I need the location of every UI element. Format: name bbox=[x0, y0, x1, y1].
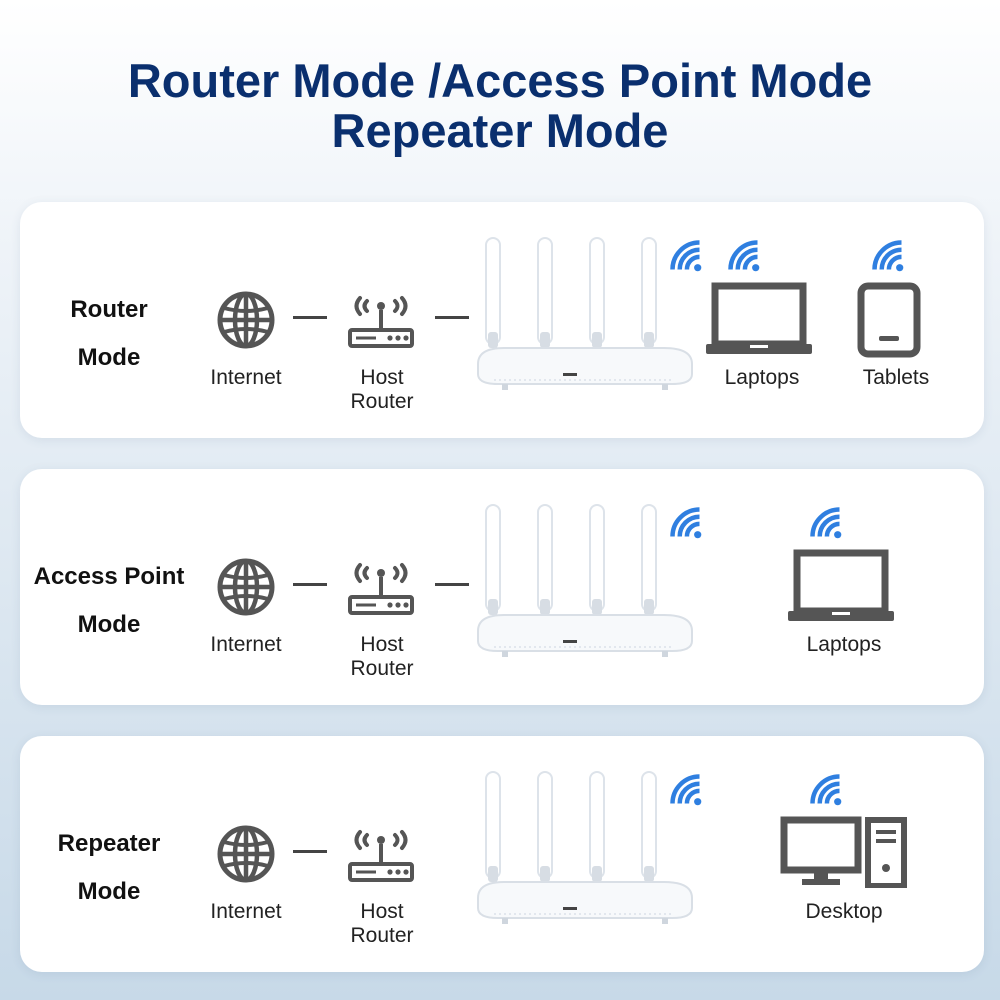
title-line-1: Router Mode /Access Point Mode bbox=[127, 54, 873, 107]
connector-line bbox=[293, 850, 327, 853]
desktop-caption: Desktop bbox=[805, 900, 883, 923]
connector-line bbox=[435, 316, 469, 319]
globe-icon bbox=[216, 824, 276, 884]
tablet-icon bbox=[856, 282, 922, 358]
mode-label: Repeater Mode bbox=[20, 820, 198, 916]
internet-caption: Internet bbox=[210, 633, 282, 656]
host-router-caption: Host Router bbox=[332, 900, 432, 948]
wifi-signal-icon bbox=[668, 505, 704, 541]
host-caption-line-1: Host bbox=[360, 633, 404, 656]
connector-line bbox=[293, 316, 327, 319]
mode-label: Access Point Mode bbox=[20, 553, 198, 649]
globe-icon bbox=[216, 290, 276, 350]
laptops-caption: Laptops bbox=[806, 633, 882, 656]
mode-label-line-1: Access Point bbox=[33, 563, 185, 590]
internet-caption: Internet bbox=[210, 900, 282, 923]
mode-label-line-2: Mode bbox=[77, 611, 141, 638]
wifi-signal-icon bbox=[726, 238, 762, 274]
repeater-mode-card: Repeater Mode Internet Host Router Deskt… bbox=[20, 736, 984, 972]
router-mode-card: Router Mode Internet Host Router Laptops… bbox=[20, 202, 984, 438]
host-router-icon bbox=[346, 292, 416, 352]
host-router-icon bbox=[346, 559, 416, 619]
mode-label-line-1: Router bbox=[70, 296, 148, 323]
wifi-signal-icon bbox=[808, 772, 844, 808]
globe-icon bbox=[216, 557, 276, 617]
host-router-caption: Host Router bbox=[332, 633, 432, 681]
tablets-caption: Tablets bbox=[862, 366, 930, 389]
laptops-caption: Laptops bbox=[724, 366, 800, 389]
mode-label-line-2: Mode bbox=[77, 344, 141, 371]
access-point-mode-card: Access Point Mode Internet Host Router L… bbox=[20, 469, 984, 705]
internet-caption: Internet bbox=[210, 366, 282, 389]
mode-label-line-1: Repeater bbox=[57, 830, 161, 857]
wifi-signal-icon bbox=[808, 505, 844, 541]
host-caption-line-1: Host bbox=[360, 366, 404, 389]
laptop-icon bbox=[786, 549, 896, 625]
laptop-icon bbox=[704, 282, 814, 358]
mode-label: Router Mode bbox=[20, 286, 198, 382]
title-line-2: Repeater Mode bbox=[331, 104, 669, 157]
connector-line bbox=[293, 583, 327, 586]
connector-line bbox=[435, 583, 469, 586]
host-caption-line-2: Router bbox=[350, 390, 414, 413]
host-caption-line-2: Router bbox=[350, 924, 414, 947]
wifi-signal-icon bbox=[668, 772, 704, 808]
host-router-caption: Host Router bbox=[332, 366, 432, 414]
page-title: Router Mode /Access Point Mode Repeater … bbox=[0, 56, 1000, 156]
wifi-signal-icon bbox=[870, 238, 906, 274]
host-caption-line-2: Router bbox=[350, 657, 414, 680]
mode-label-line-2: Mode bbox=[77, 878, 141, 905]
desktop-icon bbox=[780, 816, 910, 888]
wifi-signal-icon bbox=[668, 238, 704, 274]
host-caption-line-1: Host bbox=[360, 900, 404, 923]
host-router-icon bbox=[346, 826, 416, 886]
